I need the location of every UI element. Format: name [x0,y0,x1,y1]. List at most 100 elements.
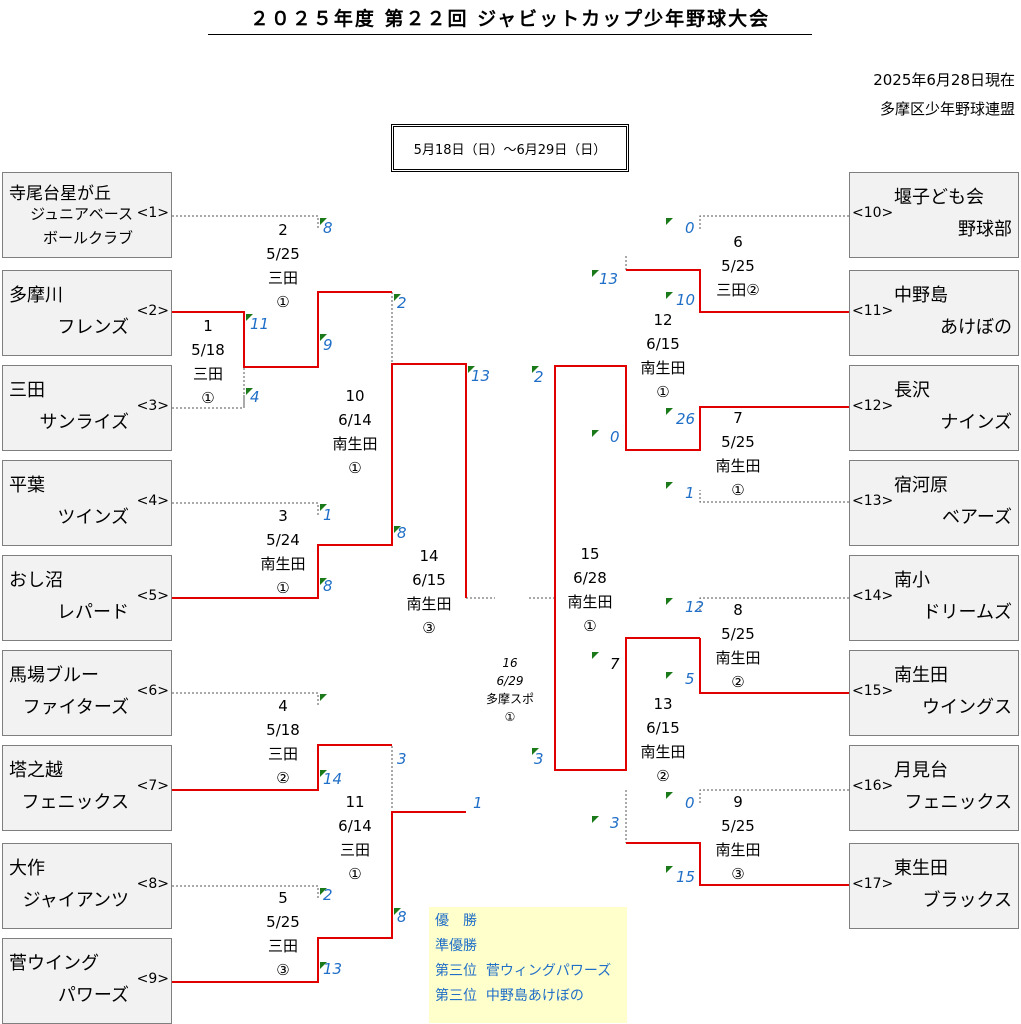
runner-up-label: 準優勝 [435,938,477,954]
team-name-sub: ナインズ [940,412,1012,433]
team-box-9: 菅ウイング パワーズ <9> [2,938,172,1024]
seed-number: <2> [136,303,169,319]
score-marker [666,598,673,605]
team-name-sub2: ボールクラブ [42,229,133,247]
score-marker [320,218,327,225]
game-field: ① [583,617,597,635]
team-name: 中野島 [894,285,948,306]
score: 10 [676,291,696,309]
game-6: 6 5/25 三田② [694,230,782,302]
game-8: 8 5/25 南生田 ② [694,598,782,694]
score-marker [468,366,475,373]
team-box-3: 三田 サンライズ <3> [2,365,172,451]
team-name-sub: ファイターズ [22,697,129,718]
seed-number: <4> [136,493,169,509]
game-field: ③ [731,865,745,883]
score-marker [666,218,673,225]
team-name: 多摩川 [9,285,63,306]
team-name-sub: レパード [57,602,129,623]
team-name-sub: ドリームズ [922,602,1012,623]
score: 8 [397,908,407,926]
game-10: 10 6/14 南生田 ① [310,384,400,480]
game-field: ③ [276,961,290,979]
game-venue: 南生田 [640,743,686,761]
game-5: 5 5/25 三田 ③ [238,886,328,982]
game-11: 11 6/14 三田 ① [310,790,400,886]
game-date: 5/25 [266,913,300,931]
third-place-row-2: 第三位 中野島あけぼの [435,984,621,1009]
team-box-12: 長沢 ナインズ <12> [849,365,1019,451]
score: 11 [250,315,270,333]
team-box-1: 寺尾台星が丘 ジュニアベース ボールクラブ <1> [2,172,172,258]
team-box-16: 月見台 フェニックス <16> [849,745,1019,831]
team-name-sub: あけぼの [940,317,1012,338]
team-box-14: 南小 ドリームズ <14> [849,555,1019,641]
seed-number: <9> [136,971,169,987]
score: 9 [323,336,333,354]
game-field: ① [731,481,745,499]
seed-number: <6> [136,683,169,699]
as-of-date: 2025年6月28日現在 [873,71,1015,89]
game-number: 10 [345,387,365,405]
team-name-sub: ジュニアベース [30,205,133,223]
team-name: 南生田 [894,665,948,686]
game-9: 9 5/25 南生田 ③ [694,790,782,886]
seed-number: <15> [852,683,894,699]
game-field: ③ [422,619,436,637]
team-box-8: 大作 ジャイアンツ <8> [2,843,172,929]
winner-row: 優 勝 [435,909,621,934]
game-date: 5/25 [721,433,755,451]
score: 4 [250,388,260,406]
score: 8 [397,524,407,542]
game-number: 3 [278,507,288,525]
team-name-sub: フレンズ [57,317,129,338]
team-name: 馬場ブルー [9,665,99,686]
team-name: 堰子ども会 [894,187,984,208]
team-box-4: 平葉 ツインズ <4> [2,460,172,546]
game-venue: 南生田 [332,435,378,453]
game-field: ② [731,673,745,691]
bracket-winner-lines [172,269,849,983]
team-name: 塔之越 [9,760,63,781]
score: 13 [471,367,491,385]
seed-number: <16> [852,778,894,794]
team-name-sub: ジャイアンツ [22,890,129,911]
game-number: 14 [419,547,439,565]
score: 3 [397,750,407,768]
game-number: 4 [278,697,288,715]
game-number: 15 [580,545,600,563]
team-name: 寺尾台星が丘 [9,184,111,204]
score: 13 [323,960,343,978]
score: 1 [685,484,695,502]
score: 1 [473,794,483,812]
game-date: 5/24 [266,531,300,549]
score: 14 [323,770,343,788]
game-2: 2 5/25 三田 ① [238,218,328,314]
game-number: 12 [653,311,673,329]
score: 15 [676,868,696,886]
game-number: 8 [733,601,743,619]
game-14: 14 6/15 南生田 ③ [384,544,474,640]
game-date: 5/25 [721,257,755,275]
third-team: 中野島あけぼの [485,988,584,1004]
game-venue: 三田 [339,841,370,859]
game-venue: 三田 [267,269,298,287]
game-date: 6/29 [496,674,524,688]
game-field: ① [276,579,290,597]
score: 7 [610,655,620,673]
score-marker [320,770,327,777]
score: 0 [610,428,620,446]
score-marker [666,292,673,299]
game-venue: 三田 [267,745,298,763]
team-box-10: 堰子ども会 野球部 <10> [849,172,1019,258]
team-name: 平葉 [9,475,45,496]
score-marker [666,866,673,873]
team-name-sub: パワーズ [57,985,129,1006]
game-field: ② [276,769,290,787]
score-marker [592,270,599,277]
team-name-sub: フェニックス [21,792,129,813]
seed-number: <7> [136,778,169,794]
score-marker [666,792,673,799]
game-field: ② [656,767,670,785]
